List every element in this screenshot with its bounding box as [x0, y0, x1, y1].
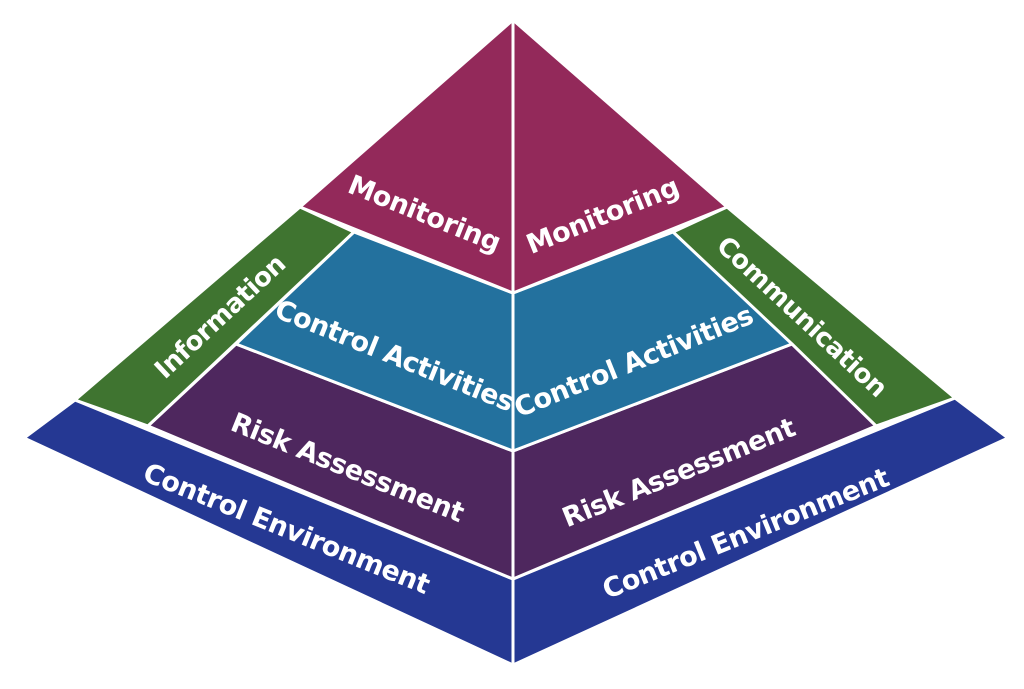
- control-environment-right-face: [511, 396, 1010, 667]
- control-activities-right-face: [511, 230, 794, 453]
- monitoring-right-face: [511, 18, 729, 295]
